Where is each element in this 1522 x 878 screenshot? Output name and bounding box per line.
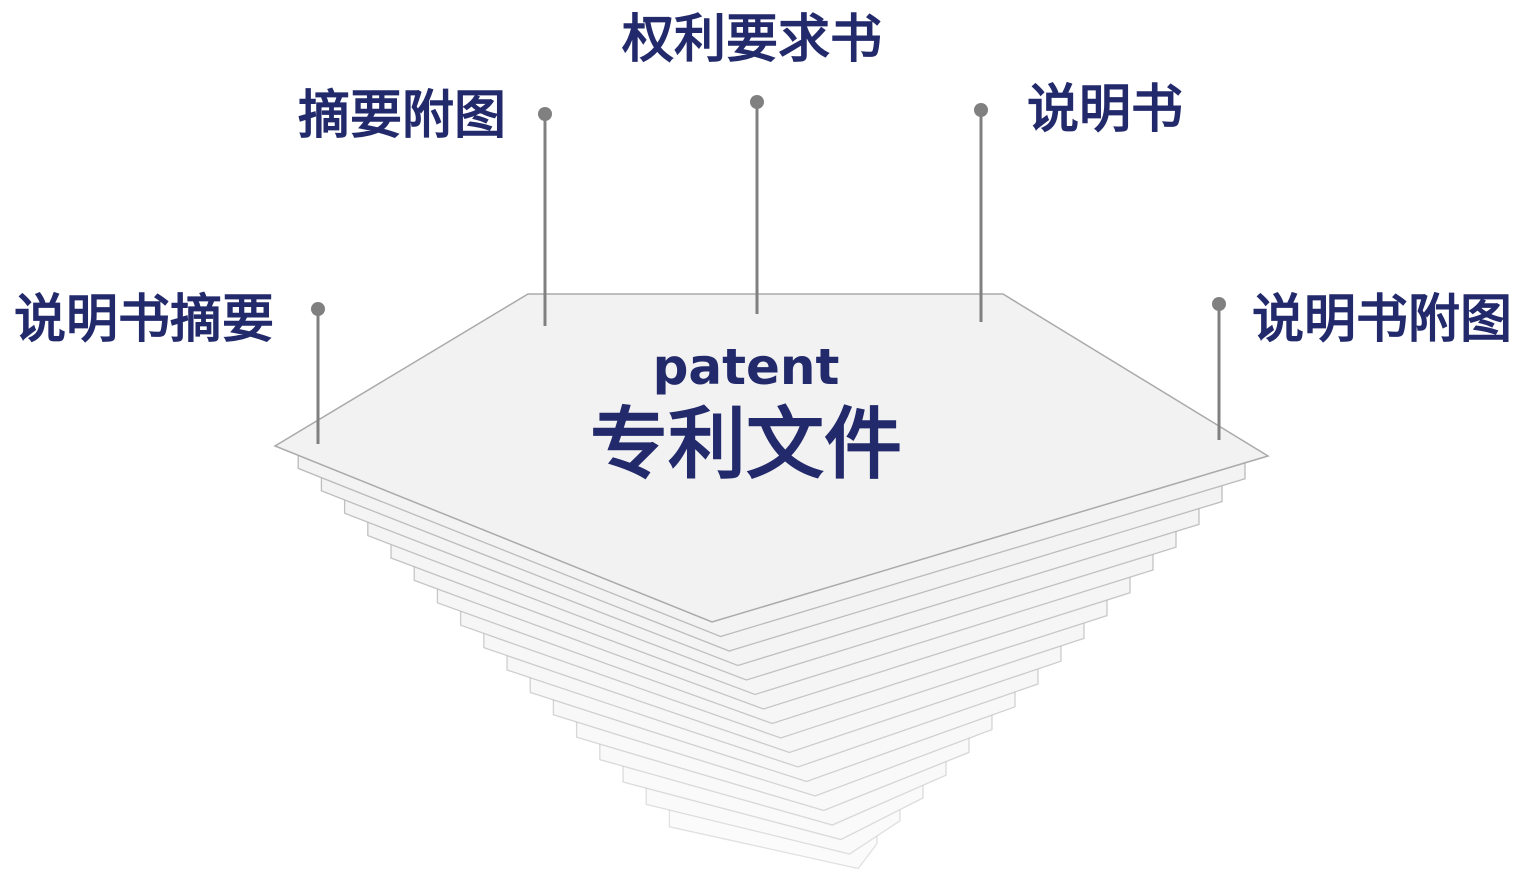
center-title: 专利文件 <box>589 400 903 490</box>
label-summary: 说明书摘要 <box>14 290 275 350</box>
connector-specification <box>974 103 988 322</box>
connector-summary <box>311 302 325 444</box>
connector-claims <box>750 95 764 314</box>
label-specification: 说明书 <box>1027 80 1184 140</box>
connector-dot <box>311 302 325 316</box>
label-claims: 权利要求书 <box>622 10 883 70</box>
label-spec-figures: 说明书附图 <box>1252 290 1513 350</box>
connector-abstract-figure <box>538 107 552 326</box>
connector-dot <box>1212 297 1226 311</box>
connector-dot <box>974 103 988 117</box>
callout-connectors <box>311 95 1226 444</box>
center-subtitle: patent <box>652 338 840 396</box>
label-abstract-figure: 摘要附图 <box>298 86 507 146</box>
connector-dot <box>538 107 552 121</box>
connector-dot <box>750 95 764 109</box>
connector-spec-figures <box>1212 297 1226 440</box>
